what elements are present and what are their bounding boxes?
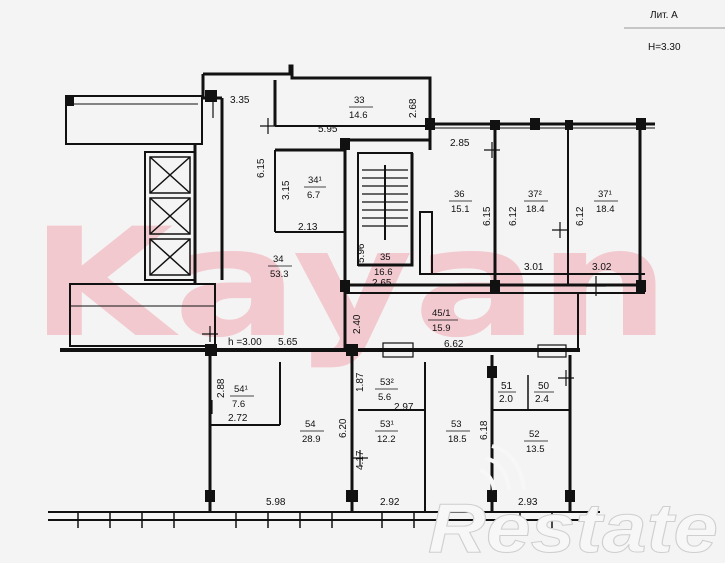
room-34-id: 34	[273, 254, 284, 265]
walls	[48, 64, 655, 521]
room-53-id: 53	[451, 419, 462, 430]
room-54-area: 28.9	[302, 434, 321, 445]
dim-2-40: 2.40	[352, 314, 363, 334]
room-35-area: 16.6	[374, 267, 393, 278]
doors	[69, 98, 606, 466]
room-45-1-id: 45/1	[432, 308, 451, 319]
room-45-1-area: 15.9	[432, 323, 451, 334]
room-54-1-id: 54¹	[234, 384, 248, 395]
dim-3-15: 3.15	[281, 180, 292, 200]
room-52-id: 52	[529, 429, 540, 440]
dim-6-12-b: 6.12	[575, 206, 586, 226]
dim-5-65: 5.65	[278, 337, 298, 348]
dim-5-96: 5.96	[356, 243, 367, 263]
room-52-area: 13.5	[526, 444, 545, 455]
dim-4-17: 4.17	[355, 450, 366, 470]
dim-6-18: 6.18	[479, 420, 490, 440]
dim-6-62: 6.62	[444, 339, 464, 350]
facade-ticks	[77, 512, 553, 528]
dim-6-15-right: 6.15	[482, 206, 493, 226]
room-53-area: 18.5	[448, 434, 467, 445]
dim-2-88: 2.88	[216, 378, 227, 398]
dim-3-02: 3.02	[592, 262, 612, 273]
logo-text: Restate	[428, 489, 718, 563]
room-35-id: 35	[380, 252, 391, 263]
room-53-2-area: 5.6	[378, 392, 391, 403]
height-note: h =3.00	[228, 337, 262, 348]
room-37-1-id: 37¹	[598, 189, 612, 200]
room-34-area: 53.3	[270, 269, 289, 280]
logo-wifi-icon	[479, 444, 526, 491]
room-36-id: 36	[454, 189, 465, 200]
dim-2-65: 2.65	[372, 278, 392, 289]
room-53-1-area: 12.2	[377, 434, 396, 445]
room-50-area: 2.4	[535, 394, 549, 405]
staircase	[362, 165, 408, 240]
room-50-id: 50	[538, 381, 550, 392]
room-37-2-area: 18.4	[526, 204, 545, 215]
dim-2-72: 2.72	[228, 413, 248, 424]
dim-5-98: 5.98	[266, 497, 286, 508]
dim-6-12-a: 6.12	[508, 206, 519, 226]
room-37-1-area: 18.4	[596, 204, 615, 215]
dim-2-68: 2.68	[408, 98, 419, 118]
room-54-1-area: 7.6	[232, 399, 245, 410]
dim-6-20: 6.20	[338, 418, 349, 438]
room-34-1-area: 6.7	[307, 190, 320, 201]
wall-columns	[66, 90, 646, 502]
lit-label: Лит. А	[650, 10, 678, 21]
dimension-labels: 3.35 5.95 2.68 2.85 6.15 3.15 2.13 6.15 …	[216, 95, 612, 508]
dim-2-85: 2.85	[450, 138, 470, 149]
room-33-area: 14.6	[349, 110, 368, 121]
dim-3-01: 3.01	[524, 262, 544, 273]
room-labels: 33 14.6 34¹ 6.7 34 53.3 35 16.6 36 15.1 …	[230, 95, 618, 455]
room-53-1-id: 53¹	[380, 419, 394, 430]
room-54-id: 54	[305, 419, 316, 430]
room-36-area: 15.1	[451, 204, 470, 215]
room-33-id: 33	[354, 95, 365, 106]
dim-2-93: 2.93	[518, 497, 538, 508]
room-34-1-id: 34¹	[308, 175, 322, 186]
restate-logo: Restate	[428, 444, 719, 563]
dim-2-92: 2.92	[380, 497, 400, 508]
dim-6-15-left: 6.15	[256, 158, 267, 178]
room-37-2-id: 37²	[528, 189, 542, 200]
room-51-area: 2.0	[499, 394, 513, 405]
dim-2-97: 2.97	[394, 402, 414, 413]
dim-2-13: 2.13	[298, 222, 318, 233]
vent-shafts	[149, 156, 191, 276]
dim-5-95: 5.95	[318, 124, 338, 135]
height-label: H=3.30	[648, 42, 681, 53]
dim-3-35: 3.35	[230, 95, 250, 106]
room-51-id: 51	[501, 381, 513, 392]
room-53-2-id: 53²	[380, 377, 394, 388]
dim-1-87: 1.87	[355, 372, 366, 392]
